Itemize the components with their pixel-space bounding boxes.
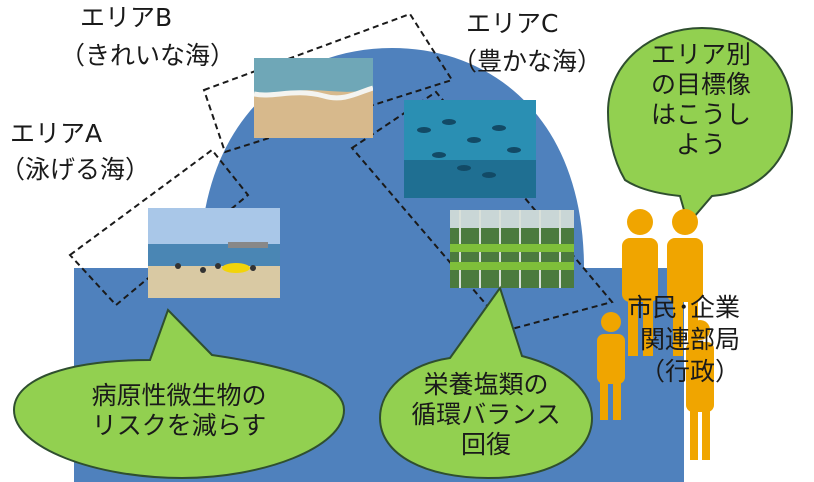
shoreline-photo <box>254 58 373 138</box>
stakeholder-line-3: （行政） <box>639 357 740 386</box>
target-line-3: はこうし <box>650 100 751 129</box>
area-a-subtitle: （泳げる海） <box>0 155 151 184</box>
stakeholder-line-2: 関連部局 <box>639 325 740 354</box>
stakeholder-label: 市民･企業 関連部局 （行政） <box>588 292 740 388</box>
nutrient-line-2: 循環バランス <box>411 400 561 429</box>
seaweed-farm-photo <box>450 210 574 288</box>
area-b-subtitle: （きれいな海） <box>60 41 236 70</box>
target-line-1: エリア別 <box>650 40 751 69</box>
beach-photo <box>148 208 280 298</box>
area-b-title: エリアB <box>80 3 173 32</box>
pathogen-callout-bubble <box>12 308 346 480</box>
target-line-2: の目標像 <box>650 70 751 99</box>
nutrient-line-1: 栄養塩類の <box>423 370 549 399</box>
area-c-subtitle: （豊かな海） <box>452 47 603 76</box>
target-line-4: よう <box>675 130 726 159</box>
pathogen-line-2: リスクを減らす <box>91 411 267 440</box>
target-callout-text: エリア別 の目標像 はこうし よう <box>626 40 776 160</box>
area-a-outline <box>68 148 250 307</box>
nutrient-callout-bubble <box>378 285 594 480</box>
area-a-title: エリアA <box>10 119 103 148</box>
fish-school-photo <box>404 100 536 198</box>
pathogen-line-1: 病原性微生物の <box>91 381 267 410</box>
pathogen-callout-text: 病原性微生物の リスクを減らす <box>34 381 324 441</box>
area-c-title: エリアC <box>466 9 559 38</box>
nutrient-callout-text: 栄養塩類の 循環バランス 回復 <box>386 370 586 460</box>
stakeholder-line-1: 市民･企業 <box>627 293 740 322</box>
nutrient-line-3: 回復 <box>460 430 511 459</box>
